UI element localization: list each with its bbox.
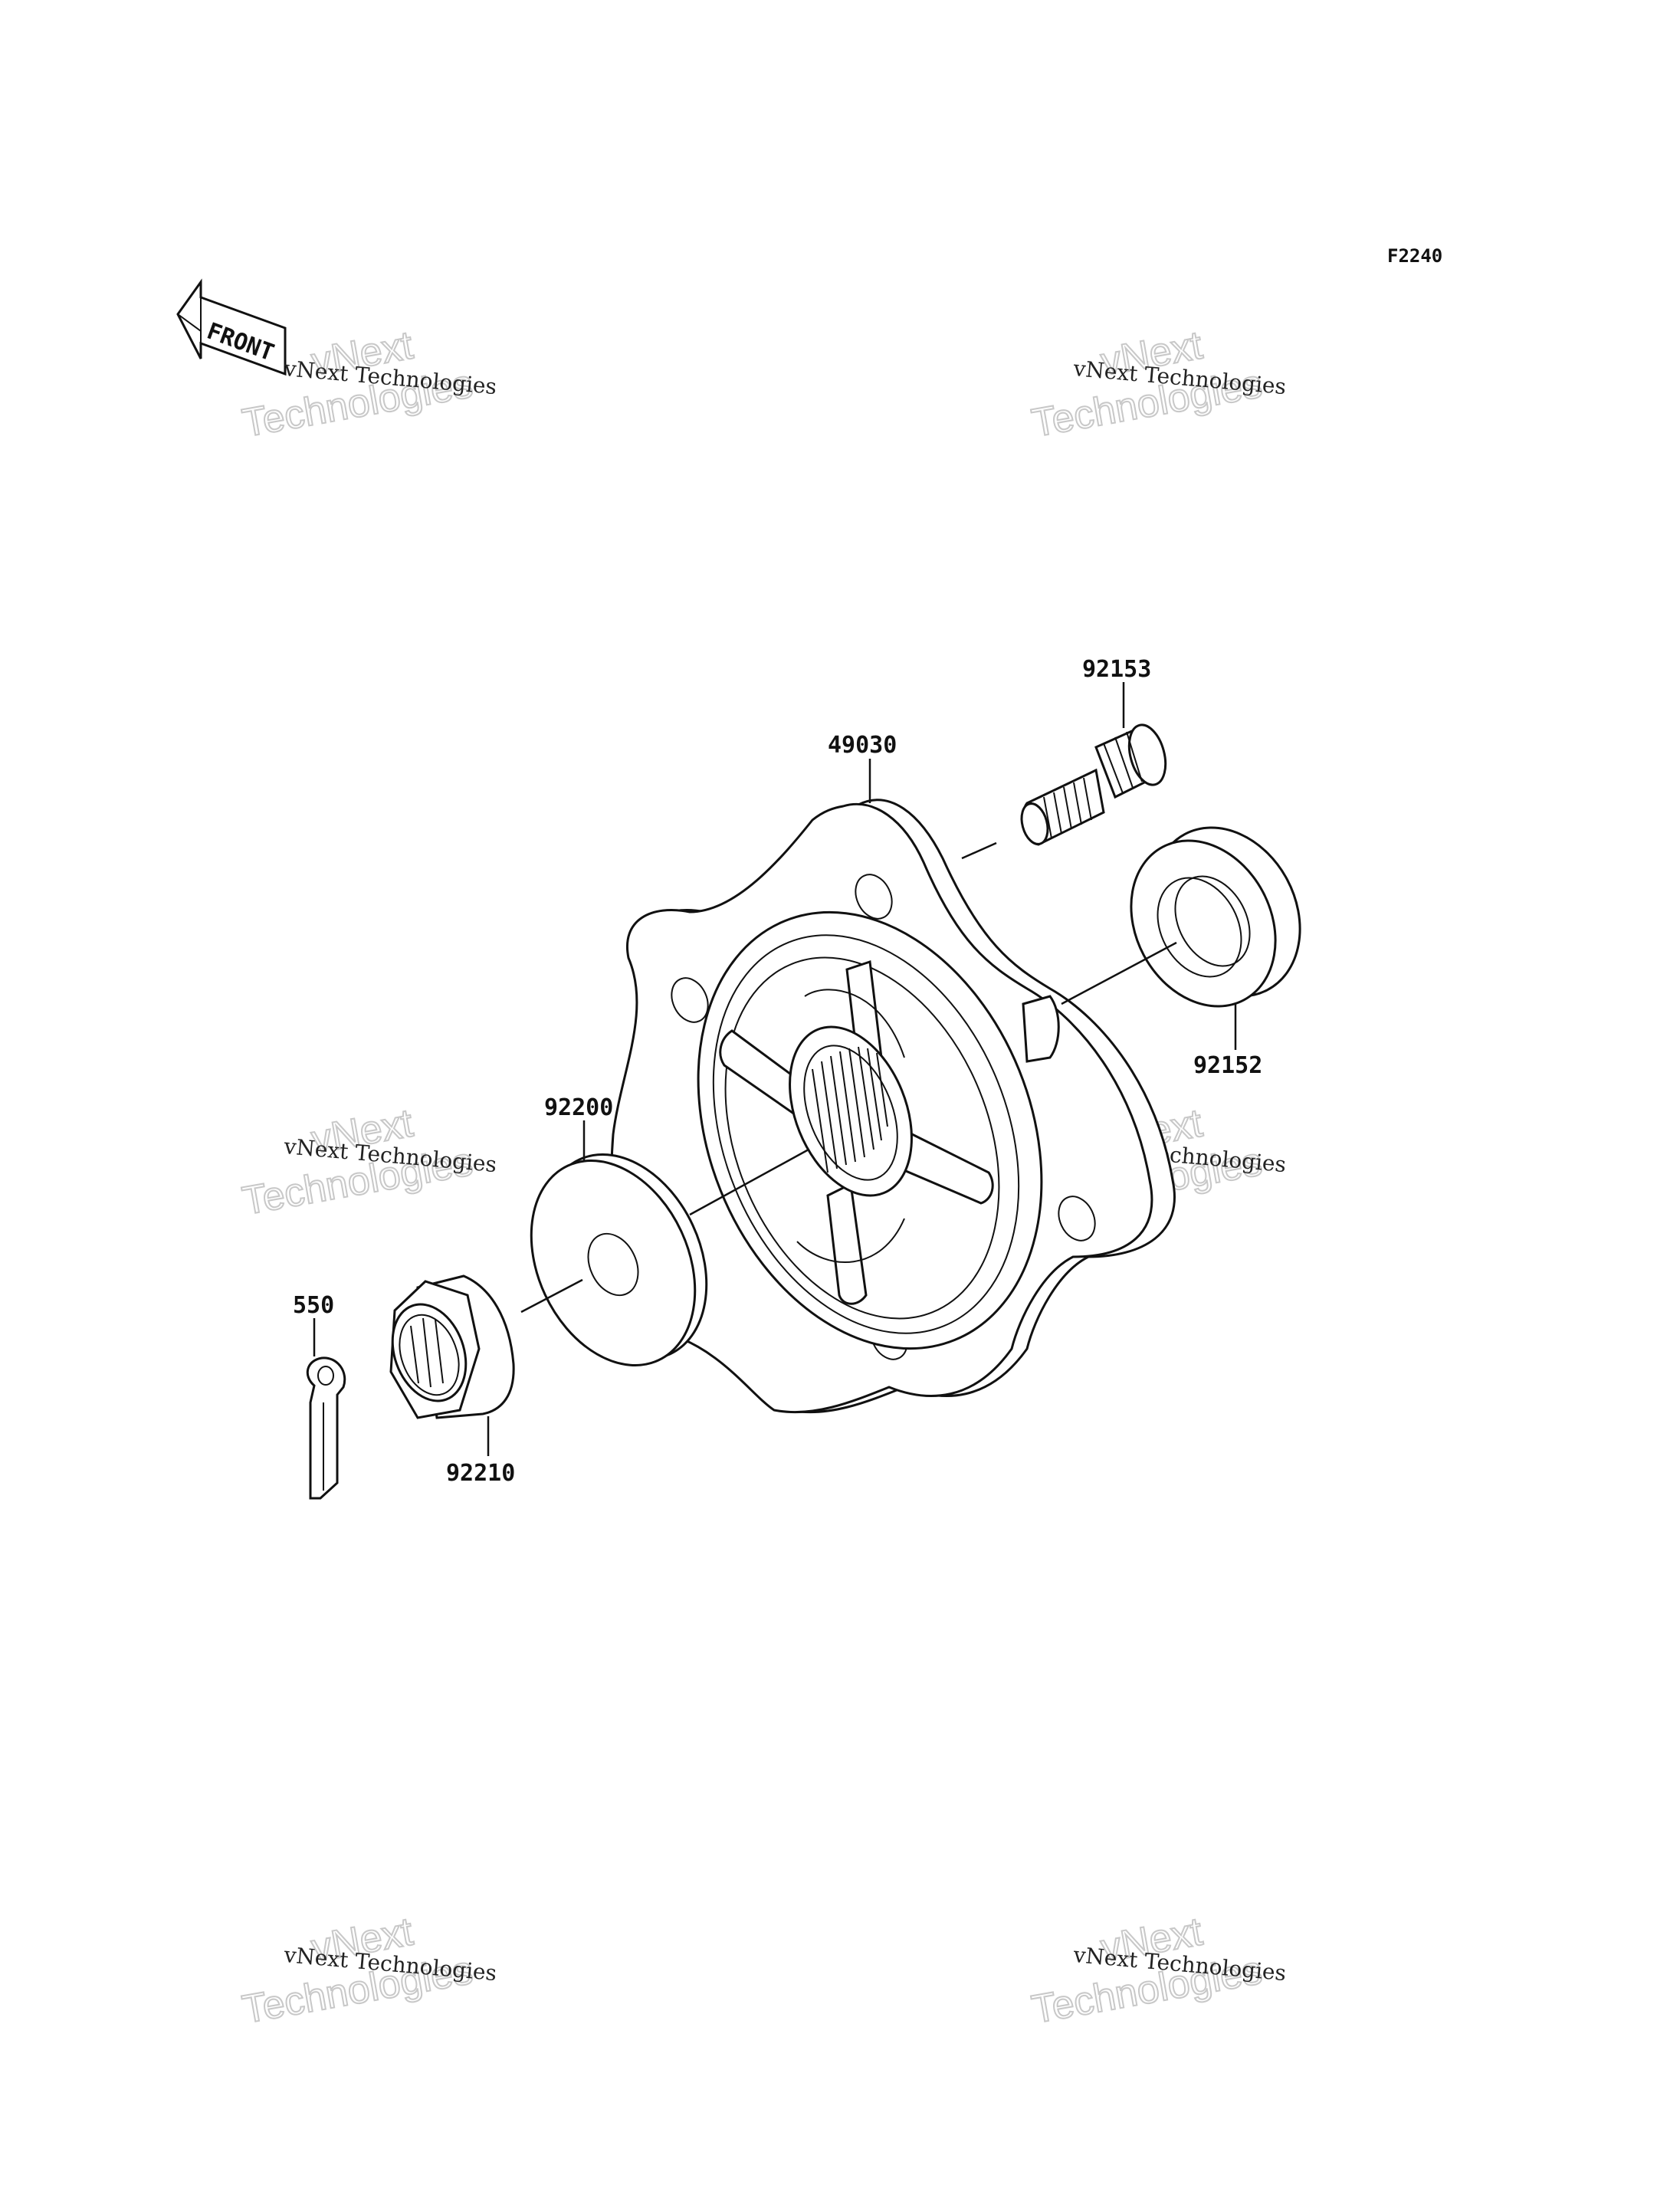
nut-92210 — [389, 1274, 515, 1419]
watermark-top-right: vNext Technologies vNext Technologies — [1028, 323, 1287, 447]
hub-49030 — [610, 799, 1176, 1414]
stud-92153 — [1020, 723, 1167, 846]
part-label-92152: 92152 — [1193, 1052, 1262, 1079]
leader-nut-to-washer — [520, 1278, 583, 1314]
part-label-49030: 49030 — [828, 732, 897, 759]
watermark-bottom-left: vNext Technologies vNext Technologies — [238, 1909, 497, 2033]
spline-hatch — [812, 1046, 888, 1173]
part-label-92200: 92200 — [544, 1094, 613, 1121]
seal-92152 — [1130, 826, 1301, 1008]
watermark-bottom-right: vNext Technologies vNext Technologies — [1028, 1909, 1287, 2033]
leader-washer-to-hub — [689, 1148, 809, 1216]
washer-92200 — [530, 1153, 708, 1366]
leader-seal-to-hub — [1061, 941, 1177, 1005]
watermark-mid-left: vNext Technologies vNext Technologies — [238, 1100, 497, 1225]
leader-stud-to-hub — [961, 841, 997, 860]
part-label-550: 550 — [293, 1292, 334, 1319]
part-label-92210: 92210 — [446, 1460, 515, 1487]
cotter-pin-550 — [306, 1356, 346, 1500]
front-arrow-icon: FRONT — [176, 278, 287, 376]
figure-code: F2240 — [1387, 245, 1442, 267]
part-label-92153: 92153 — [1082, 656, 1151, 683]
